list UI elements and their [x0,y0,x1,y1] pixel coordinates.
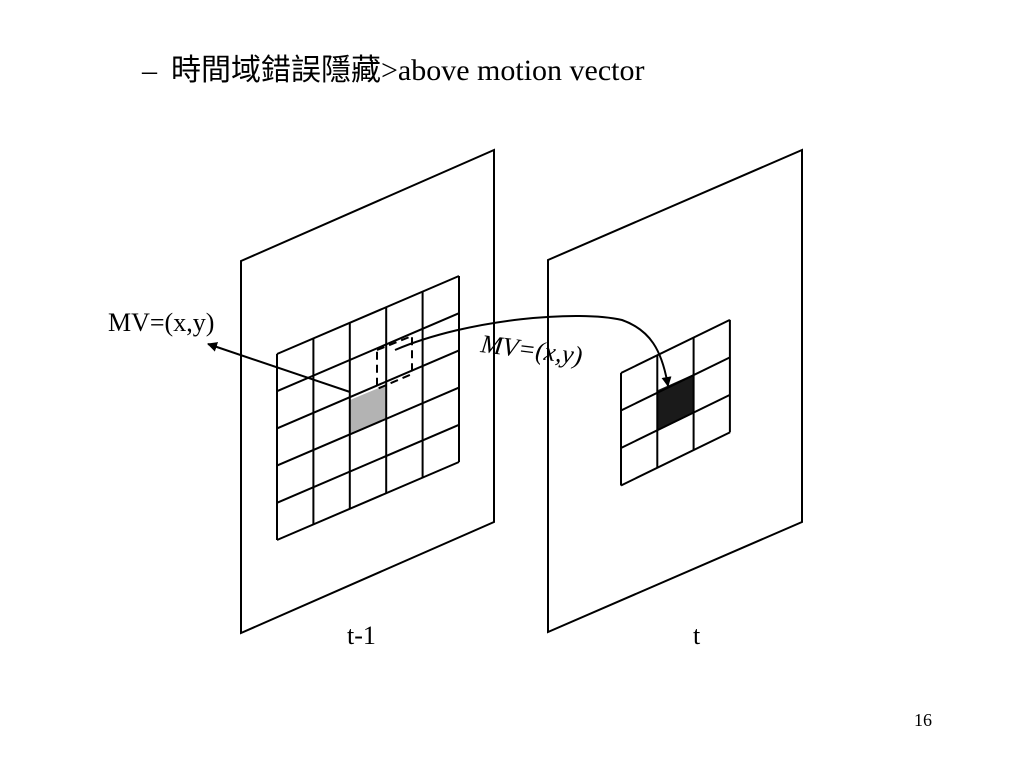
frame-label-t: t [693,621,701,650]
frame-t-minus-1 [240,148,495,635]
grid-right-hline [620,394,731,449]
page-number: 16 [914,710,932,730]
lost-block [350,385,386,433]
mv-arrow [207,342,351,393]
grid-left-hline [276,423,460,504]
grid-right-hline [620,356,731,412]
title-text: 時間域錯誤隱藏>above motion vector [171,54,645,87]
frame-label-t-minus-1: t-1 [347,621,376,650]
grid-left-hline [276,386,460,467]
grid-right-hline [620,431,731,487]
slide-title: –時間域錯誤隱藏>above motion vector [142,56,645,86]
mv-label-outer: MV=(x,y) [108,308,214,337]
grid-left-hline [276,461,460,541]
grid-right-hline [620,319,731,374]
mv-curved-arrow [394,314,672,387]
title-bullet-dash: – [142,54,157,87]
grid-right [620,319,731,487]
grid-left-hline [276,349,460,430]
grid-left-hline [276,275,460,355]
